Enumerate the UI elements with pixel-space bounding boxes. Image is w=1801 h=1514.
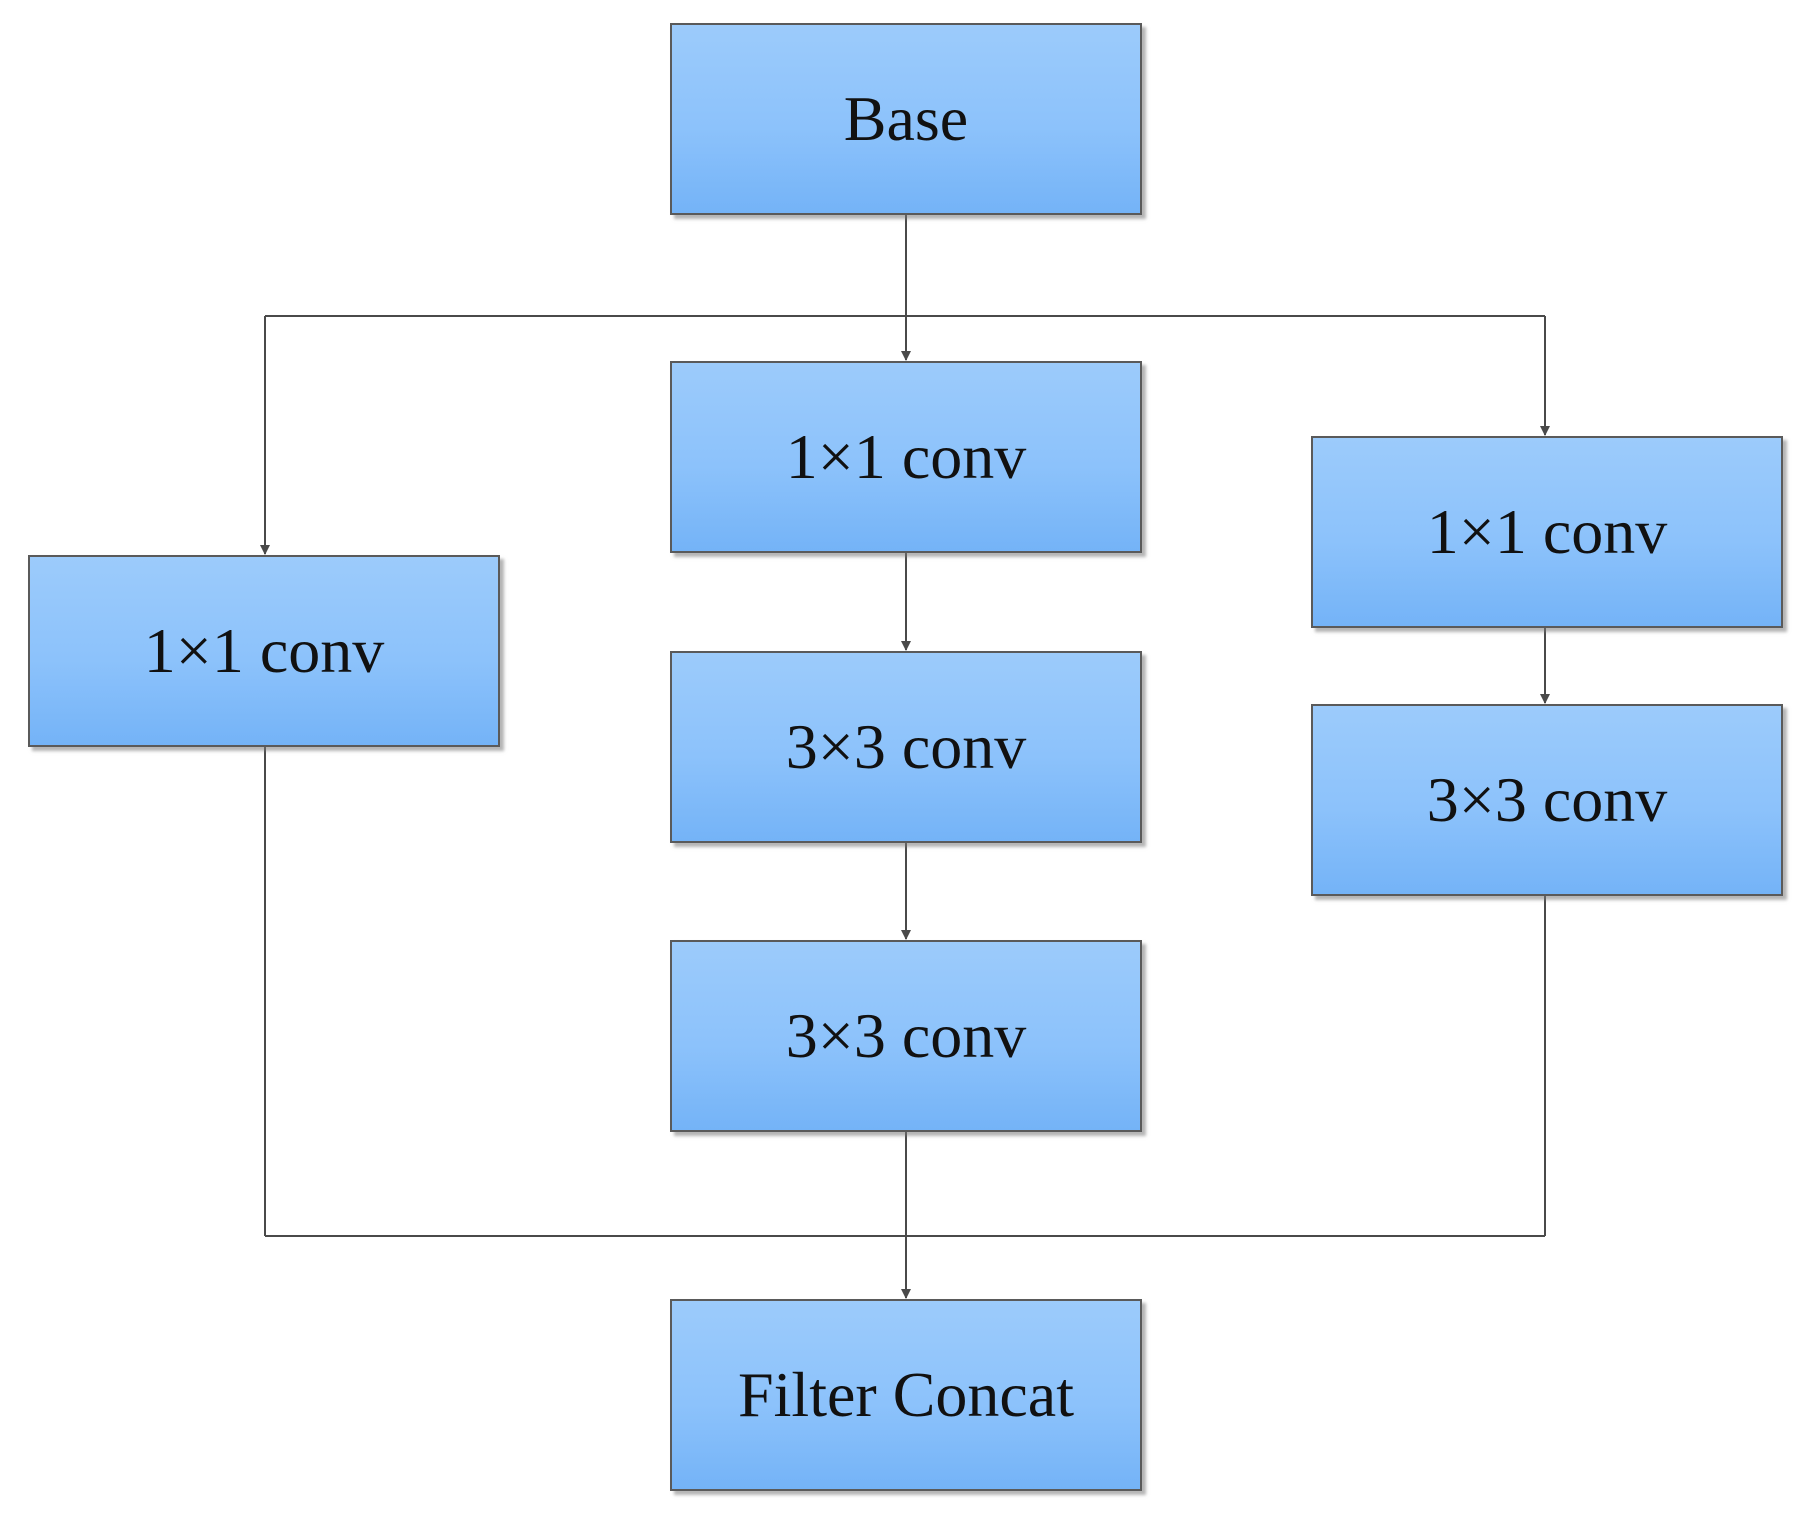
node-middle-conv2: 3×3 conv bbox=[670, 651, 1142, 843]
node-left-conv1: 1×1 conv bbox=[28, 555, 500, 747]
node-middle-conv3: 3×3 conv bbox=[670, 940, 1142, 1132]
node-filter-concat: Filter Concat bbox=[670, 1299, 1142, 1491]
node-right-conv1: 1×1 conv bbox=[1311, 436, 1783, 628]
node-right-conv2: 3×3 conv bbox=[1311, 704, 1783, 896]
node-base: Base bbox=[670, 23, 1142, 215]
node-middle-conv1: 1×1 conv bbox=[670, 361, 1142, 553]
